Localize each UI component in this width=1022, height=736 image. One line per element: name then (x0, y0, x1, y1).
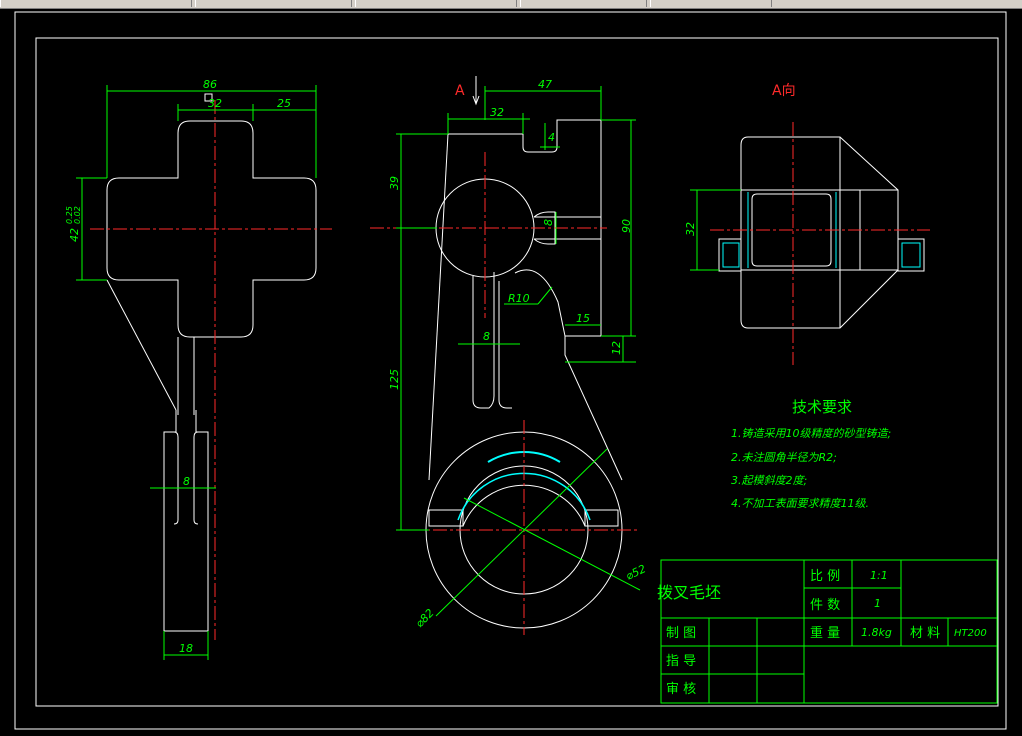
dim-left-tol-upper: 0.25 (65, 206, 74, 224)
front-view-centerlines (370, 152, 640, 635)
left-view-lower-arm (163, 410, 209, 632)
tb-part-name: 拨叉毛坯 (657, 583, 721, 602)
title-block (660, 559, 998, 704)
toolbar-segment[interactable] (195, 0, 352, 7)
dim-front-47: 47 (538, 78, 552, 91)
dim-front-12: 12 (610, 341, 623, 355)
dim-front-r10: R10 (508, 292, 530, 305)
tb-qty-label: 件 数 (810, 598, 840, 613)
dim-front-15: 15 (576, 312, 590, 325)
right-view-dimensions (690, 189, 741, 271)
dim-front-rib-8: 8 (483, 330, 490, 343)
tech-item: 4.不加工表面要求精度11级. (731, 497, 869, 510)
inner-frame (35, 37, 999, 707)
dim-front-d82: ⌀82 (413, 606, 437, 630)
dim-left-tol-lower: 0.02 (73, 206, 82, 224)
dim-left-86: 86 (203, 78, 217, 91)
tb-material-label: 材 料 (910, 626, 940, 641)
front-view (425, 119, 623, 629)
outer-border (14, 11, 1007, 730)
tech-title: 技术要求 (792, 398, 852, 416)
dim-front-4: 4 (548, 131, 555, 144)
tb-qty-value: 1 (874, 597, 881, 610)
section-label-a: A (455, 83, 465, 99)
dim-front-90: 90 (620, 219, 633, 233)
section-arrow (472, 76, 480, 106)
dim-left-25: 25 (277, 97, 291, 110)
dim-left-8: 8 (183, 475, 190, 488)
tb-scale-value: 1:1 (870, 569, 888, 582)
left-view-dimensions (76, 85, 317, 660)
dim-front-32: 32 (490, 106, 504, 119)
right-view-centerlines (710, 122, 930, 365)
left-view (106, 120, 317, 632)
dim-right-32: 32 (684, 222, 697, 236)
left-view-centerlines (90, 100, 332, 640)
toolbar-segment[interactable] (355, 0, 517, 7)
tb-guide-label: 指 导 (666, 654, 696, 669)
left-view-cross-body (106, 120, 317, 338)
front-view-dimensions (396, 86, 641, 617)
tb-weight-value: 1.8kg (861, 626, 892, 639)
dim-left-18: 18 (179, 642, 193, 655)
toolbar-segment[interactable] (650, 0, 772, 7)
cad-drawing-canvas[interactable]: 86 32 25 42 0.25 0.02 8 18 (0, 9, 1022, 736)
dim-front-8: 8 (542, 219, 555, 226)
dim-front-39: 39 (388, 176, 401, 190)
tech-item: 2.未注圆角半径为R2; (731, 451, 837, 464)
tb-scale-label: 比 例 (810, 569, 840, 584)
dim-left-42: 42 (68, 228, 81, 242)
right-view-outline (740, 136, 899, 329)
tech-item: 3.起模斜度2度; (731, 474, 807, 487)
view-label-a: A向 (772, 83, 796, 99)
tech-item: 1.铸造采用10级精度的砂型铸造; (731, 427, 891, 440)
dim-front-d52: ⌀52 (624, 562, 648, 582)
tb-check-label: 审 核 (666, 682, 696, 697)
toolbar-segment[interactable] (520, 0, 647, 7)
tb-weight-label: 重 量 (810, 625, 840, 641)
tb-drawn-label: 制 图 (666, 626, 696, 641)
dim-front-125: 125 (388, 369, 401, 390)
cursor-pick-box-icon (204, 93, 213, 102)
right-view (718, 136, 925, 329)
tb-material-value: HT200 (954, 628, 987, 639)
toolbar-segment[interactable] (0, 0, 192, 7)
front-view-outline (448, 119, 623, 481)
dim-left-32: 32 (208, 97, 222, 110)
window-toolbar-strip (0, 0, 1022, 9)
